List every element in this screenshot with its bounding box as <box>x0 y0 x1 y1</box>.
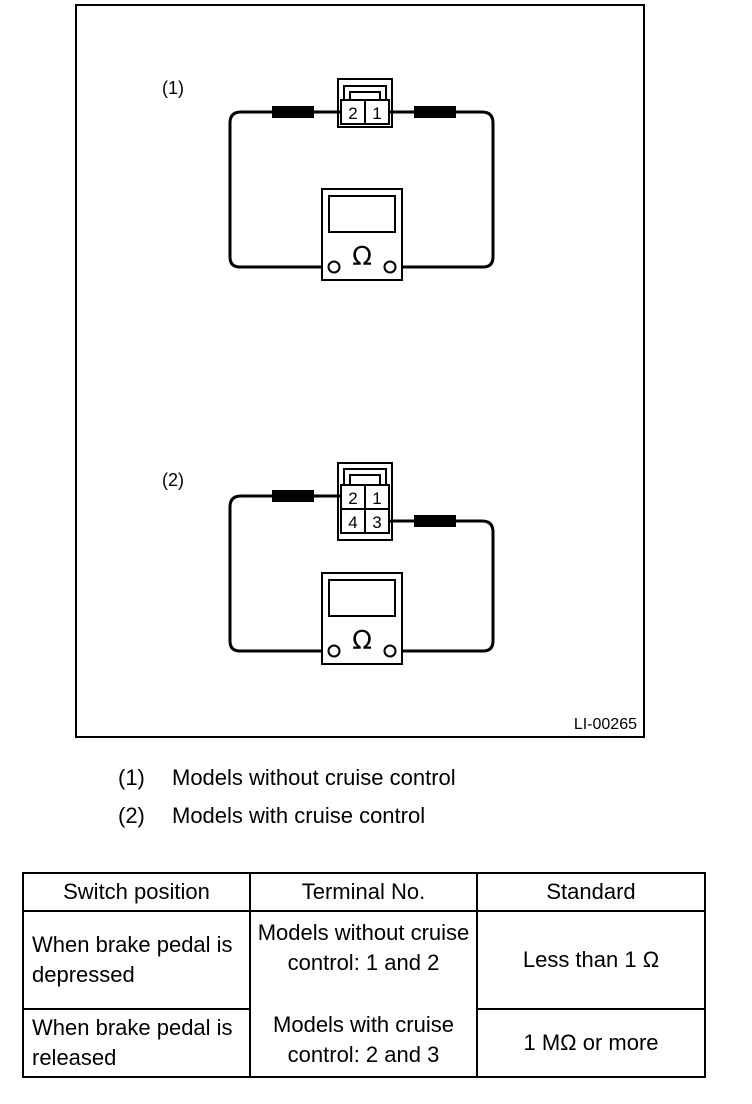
wiring-figure: (1) 2 1 Ω (2) <box>75 4 645 738</box>
switch-position-cell: When brake pedal is released <box>22 1008 251 1078</box>
test-diagram: (1) 2 1 Ω (2) <box>162 78 637 733</box>
figure-reference-code: LI-00265 <box>574 716 637 733</box>
connector-1-pin-1: 1 <box>372 104 381 123</box>
terminal-with-cruise: Models with cruise control: 2 and 3 <box>273 1012 454 1067</box>
ohm-symbol-2: Ω <box>352 626 372 656</box>
header-terminal-no: Terminal No. <box>249 872 478 912</box>
label-1: (1) <box>162 78 184 98</box>
connector-1-pin-2: 2 <box>348 104 357 123</box>
table-header-row: Switch position Terminal No. Standard <box>22 872 706 912</box>
legend: (1) Models without cruise control (2) Mode… <box>118 763 456 839</box>
standard-cell: Less than 1 Ω <box>476 910 706 1010</box>
ohmmeter-1 <box>321 188 403 281</box>
table-row: When brake pedal is depressed Models wit… <box>22 910 706 1078</box>
connector-2 <box>337 462 393 541</box>
terminal-cell: Models without cruise control: 1 and 2 M… <box>249 910 478 1078</box>
switch-position-cell: When brake pedal is depressed <box>22 910 251 1010</box>
connector-1 <box>337 78 393 128</box>
probe-1-left <box>272 106 314 118</box>
header-switch-position: Switch position <box>22 872 251 912</box>
legend-number: (2) <box>118 803 145 828</box>
connector-2-pin-1: 1 <box>372 489 381 508</box>
probe-2-left <box>272 490 314 502</box>
header-standard: Standard <box>476 872 706 912</box>
connector-2-pin-3: 3 <box>372 513 381 532</box>
label-2: (2) <box>162 470 184 490</box>
legend-number: (1) <box>118 765 145 790</box>
terminal-without-cruise: Models without cruise control: 1 and 2 <box>257 920 470 975</box>
ohm-symbol-1: Ω <box>352 242 372 272</box>
probe-1-right <box>414 106 456 118</box>
connector-2-pin-2: 2 <box>348 489 357 508</box>
legend-text: Models without cruise control <box>172 765 456 790</box>
ohmmeter-2 <box>321 572 403 665</box>
legend-text: Models with cruise control <box>172 803 426 828</box>
probe-leads-2 <box>228 494 495 653</box>
table-row: When brake pedal is released 1 MΩ or mor… <box>22 1008 706 1078</box>
probe-2-right <box>414 515 456 527</box>
standard-cell: 1 MΩ or more <box>476 1008 706 1078</box>
spec-table: Switch position Terminal No. Standard Wh… <box>22 872 706 1078</box>
legend-item: (1) Models without cruise control <box>118 763 456 801</box>
connector-2-pin-4: 4 <box>348 513 357 532</box>
probe-leads-1 <box>228 110 495 269</box>
legend-item: (2) Models with cruise control <box>118 801 456 839</box>
